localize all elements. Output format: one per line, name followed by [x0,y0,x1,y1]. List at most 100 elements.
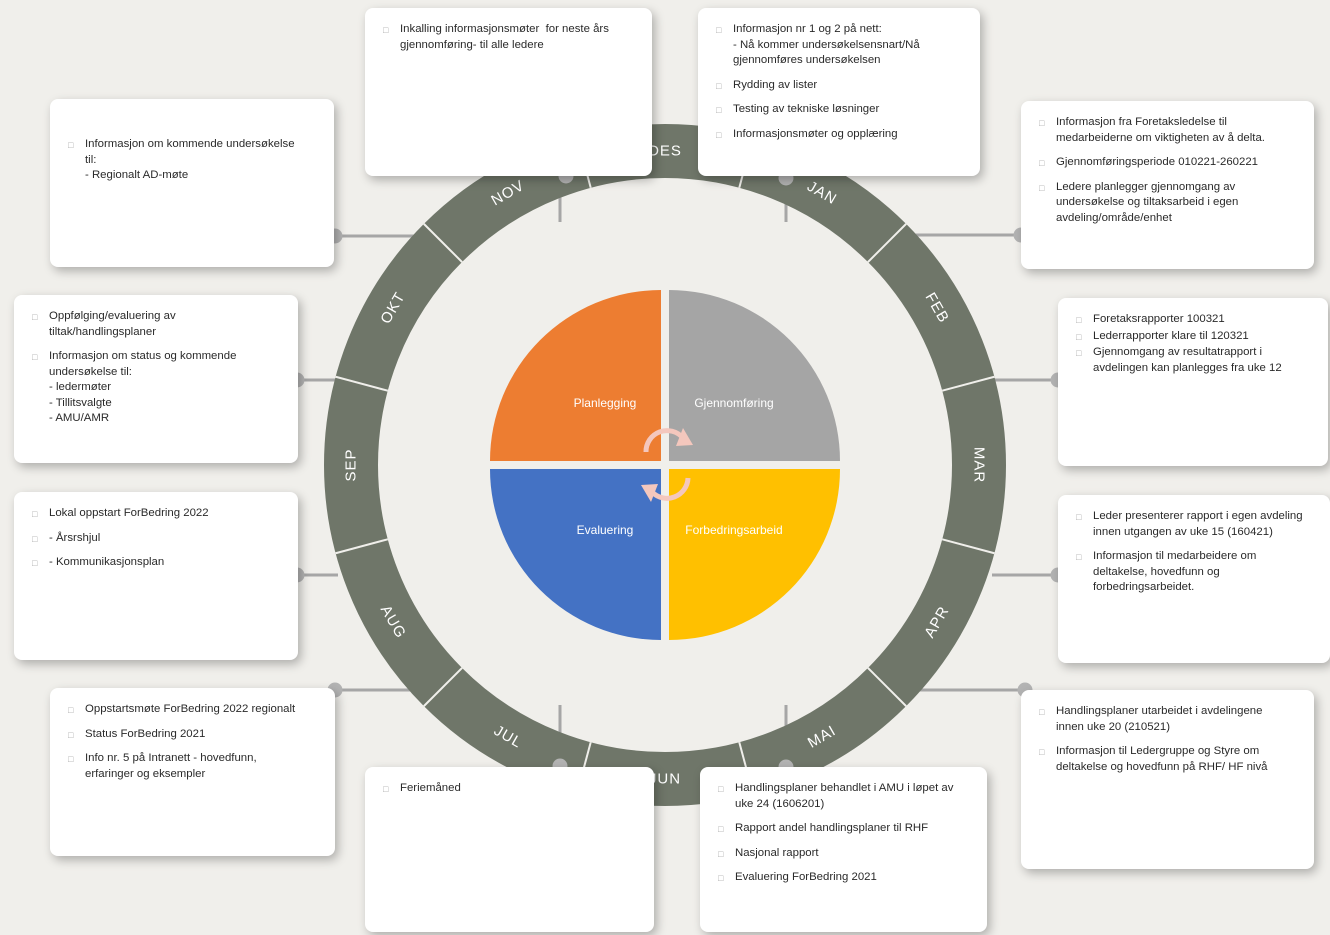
box-item-text: innen utgangen av uke 15 (160421) [1093,525,1273,538]
box-item-text: Informasjon nr 1 og 2 på nett: [733,23,882,35]
box-item: □ Handlingsplaner utarbeidet i avdelingen… [1039,704,1300,735]
box-item: □ Nasjonal rapport [718,846,973,862]
ring-divider [867,223,907,263]
box-item-text: - Årsrshjul [49,531,101,544]
box-item-text: - Nå kommer undersøkelsensnart/Nå [733,38,920,51]
box-item-text: uke 24 (1606201) [735,797,825,810]
quadrant-label-evaluering: Evaluering [577,523,634,537]
box-item-text: - ledermøter [49,381,112,393]
box-item-text: gjennomføres undersøkelsen [733,54,881,66]
box-item: □ Informasjonsmøter og opplæring [716,127,966,143]
box-item-text: Foretaksrapporter 100321 [1093,313,1225,325]
bullet-icon: □ [718,824,724,834]
box-item-text: avdeling/område/enhet [1056,211,1172,224]
bullet-icon: □ [68,729,74,740]
box-item: □ Informasjon om status og kommende unders… [32,349,284,427]
ring-band [324,124,1006,806]
bullet-icon: □ [32,533,38,544]
bullet-icon: □ [1039,158,1045,168]
quadrant-evaluering [490,469,661,640]
box-item-text: Informasjonsmøter og opplæring [733,127,898,140]
box-item: □ - Årsrshjul [32,531,284,547]
bullet-icon: □ [68,754,74,764]
box-item-text: erfaringer og eksempler [85,767,206,780]
ring-divider [335,375,389,392]
box-item: □Handlingsplaner behandlet i AMU i løpet… [718,781,973,812]
quadrant-label-gjennomføring: Gjennomføring [694,396,773,410]
march-info-box: □ Foretaksrapporter 100321 □ Lederrapporter… [1058,298,1328,466]
quadrant-forbedringsarbeid [669,469,840,640]
box-item-text: - Tillitsvalgte [49,396,112,409]
september-info-box: □Lokal oppstart ForBedring 2022□- Årsrsh… [14,492,298,660]
box-item-text: gjennomføring- til alle ledere [400,38,544,51]
box-item-text: deltakelse, hovedfunn og [1093,565,1220,578]
month-label-jun: JUN [649,771,681,788]
bullet-icon: □ [716,80,722,91]
bullet-icon: □ [718,848,724,859]
box-item: □ Rydding av lister [716,78,966,94]
box-item-text: Rydding av lister [733,78,818,91]
box-item-text: Rapport andel handlingsplaner til RHF [735,822,929,834]
box-item: □ Foretaksrapporter 100321 [1076,312,1314,328]
bullet-icon: □ [1039,182,1045,193]
april-info-box: □ Leder presenterer rapport i egen avdeli… [1058,495,1330,663]
bullet-icon: □ [383,784,389,794]
box-item-text: Informasjon om status og kommende [49,350,237,362]
ring-divider [335,538,389,555]
quadrant-gjennomføring [669,290,840,461]
box-item-text: Informasjon til Ledergruppe og Styre om [1056,745,1260,757]
box-item-text: undersøkelse til: [49,365,132,378]
quadrant-planlegging [490,290,661,461]
box-item: □ Feriemåned [383,781,640,797]
bullet-icon: □ [716,129,722,140]
box-item-text: Handlingsplaner utarbeidet i avdelingene [1056,705,1263,717]
month-label-mar: MAR [971,447,988,483]
box-item-text: Informasjon fra Foretaksledelse til [1056,116,1227,128]
ring-divider [941,538,995,555]
box-item-text: Gjennomføringsperiode 010221-260221 [1056,156,1259,168]
bullet-icon: □ [32,352,38,362]
box-item-text: Info nr. 5 på Intranett - hovedfunn, [85,752,257,764]
quadrant-label-planlegging: Planlegging [574,396,637,410]
ring-divider [423,667,463,707]
cycle-arrows-icon [641,428,693,502]
box-item-text: Informasjon til medarbeidere om [1093,550,1257,562]
box-item: □ Evaluering ForBedring 2021 [718,870,973,886]
bullet-icon: □ [1039,707,1045,717]
ring-divider [423,223,463,263]
box-item: □ Informasjon til medarbeidere om deltakel… [1076,549,1316,596]
quadrant-label-forbedringsarbeid: Forbedringsarbeid [685,523,782,537]
box-item-text: Feriemåned [400,782,461,794]
box-item: □ Lederrapporter klare til 120321 [1076,329,1314,345]
box-item-text: Oppfølging/evaluering av [49,310,176,322]
box-item-text: Oppstartsmøte ForBedring 2022 regionalt [85,703,296,715]
bullet-icon: □ [1076,552,1082,562]
box-item-text: Testing av tekniske løsninger [733,103,880,115]
box-item: □Inkalling informasjonsmøter for neste å… [383,22,638,53]
box-item-text: Evaluering ForBedring 2021 [735,871,877,883]
bullet-icon: □ [718,873,724,883]
box-item: □Informasjon til Ledergruppe og Styre om… [1039,744,1300,775]
box-item-text: deltakelse og hovedfunn på RHF/ HF nivå [1056,760,1268,773]
bullet-icon: □ [68,705,74,715]
may-info-box: □ Handlingsplaner utarbeidet i avdelingen… [1021,690,1314,869]
ring-divider [941,375,995,392]
box-item-text: Lederrapporter klare til 120321 [1093,329,1249,342]
box-item-text: Leder presenterer rapport i egen avdelin… [1093,510,1303,522]
bullet-icon: □ [1076,512,1082,522]
month-label-des: DES [648,143,682,160]
bullet-icon: □ [1076,331,1082,342]
box-item-text: - Regionalt AD-møte [85,169,189,181]
bullet-icon: □ [383,25,389,35]
box-item: □ Rapport andel handlingsplaner til RHF [718,821,973,837]
box-item: □ Gjennomføringsperiode 010221-260221 [1039,155,1300,171]
january-info-box: □ Informasjon nr 1 og 2 på nett: - Nå komm… [698,8,980,176]
box-item-text: Nasjonal rapport [735,846,819,859]
bullet-icon: □ [1076,315,1082,325]
